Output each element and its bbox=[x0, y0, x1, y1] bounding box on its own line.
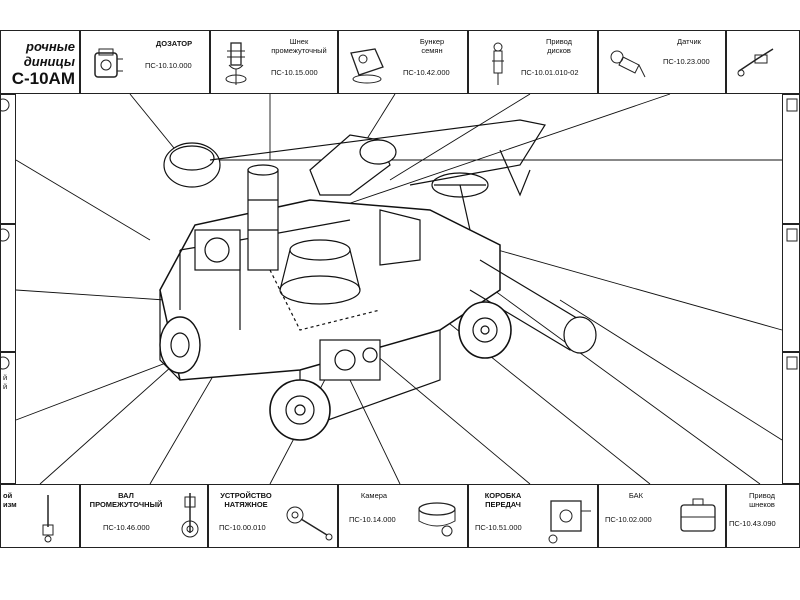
part-dispenser[interactable]: ДОЗАТОР ПС-10.10.000 bbox=[80, 30, 210, 94]
dispenser-icon bbox=[94, 48, 123, 78]
part-name: КОРОБКА ПЕРЕДАЧ bbox=[484, 491, 522, 509]
part-sensor[interactable]: Датчик ПС-10.23.000 bbox=[598, 30, 726, 94]
mechanism-icon bbox=[42, 495, 54, 543]
part-code: ПС-10.15.000 bbox=[271, 68, 318, 77]
part-name: Шнек промежуточный bbox=[271, 37, 327, 55]
right-part-3[interactable] bbox=[782, 352, 800, 484]
part-gearbox[interactable]: КОРОБКА ПЕРЕДАЧ ПС-10.51.000 bbox=[468, 484, 598, 548]
chamber-icon bbox=[418, 502, 456, 537]
part-code: ПС-10.46.000 bbox=[103, 523, 150, 532]
title-block: рочные диницы С-10АМ bbox=[0, 30, 80, 94]
part-name: БАК bbox=[628, 491, 644, 500]
right-part-3-icon bbox=[786, 356, 798, 370]
nozzle-icon bbox=[737, 48, 774, 77]
leader-lines bbox=[15, 93, 783, 485]
part-code: ПС-10.43.090 bbox=[729, 519, 776, 528]
right-part-1-icon bbox=[786, 98, 798, 112]
part-chamber[interactable]: Камера ПС-10.14.000 bbox=[338, 484, 468, 548]
tank-icon bbox=[680, 498, 716, 532]
part-name: Камера bbox=[360, 491, 388, 500]
shaft-icon bbox=[181, 493, 199, 538]
part-code: ПС-10.51.000 bbox=[475, 523, 522, 532]
part-seed-hopper[interactable]: Бункер семян ПС-10.42.000 bbox=[338, 30, 468, 94]
seed-hopper-icon bbox=[350, 48, 384, 84]
left-part-2[interactable] bbox=[0, 224, 16, 352]
left-part-1[interactable] bbox=[0, 94, 16, 224]
part-name: Привод дисков bbox=[545, 37, 573, 55]
part-name: ДОЗАТОР bbox=[155, 39, 193, 48]
part-code: ПС-10.23.000 bbox=[663, 57, 710, 66]
tensioner-icon bbox=[286, 506, 333, 541]
left-part-3-icon bbox=[1, 356, 10, 370]
part-mechanism[interactable]: ой изм bbox=[0, 484, 80, 548]
title-line-2: диницы bbox=[23, 54, 75, 69]
part-code: ПС-10.01.010-02 bbox=[521, 68, 579, 77]
sensor-icon bbox=[610, 50, 646, 78]
part-code: ПС-10.00.010 bbox=[219, 523, 266, 532]
part-name: Привод шнеков bbox=[748, 491, 776, 509]
part-tank[interactable]: БАК ПС-10.02.000 bbox=[598, 484, 726, 548]
auger-icon bbox=[225, 42, 247, 85]
part-tensioner[interactable]: УСТРОЙСТВО НАТЯЖНОЕ ПС-10.00.010 bbox=[208, 484, 338, 548]
left-part-3-label: й й bbox=[3, 373, 8, 391]
part-name: ВАЛ ПРОМЕЖУТОЧНЫЙ bbox=[89, 491, 163, 509]
part-code: ПС-10.02.000 bbox=[605, 515, 652, 524]
right-part-2-icon bbox=[786, 228, 798, 242]
left-part-3[interactable]: й й bbox=[0, 352, 16, 484]
left-part-1-icon bbox=[1, 98, 10, 112]
part-name: Датчик bbox=[677, 37, 701, 46]
part-code: ПС-10.42.000 bbox=[403, 68, 450, 77]
part-name: ой изм bbox=[3, 491, 17, 509]
right-part-2[interactable] bbox=[782, 224, 800, 352]
part-disc-drive[interactable]: Привод дисков ПС-10.01.010-02 bbox=[468, 30, 598, 94]
part-name: Бункер семян bbox=[419, 37, 445, 55]
part-auger[interactable]: Шнек промежуточный ПС-10.15.000 bbox=[210, 30, 338, 94]
part-name: УСТРОЙСТВО НАТЯЖНОЕ bbox=[220, 491, 272, 509]
gearbox-icon bbox=[548, 500, 591, 544]
right-part-1[interactable] bbox=[782, 94, 800, 224]
left-part-2-icon bbox=[1, 228, 10, 242]
title-line-1: рочные bbox=[26, 39, 75, 54]
title-line-3: С-10АМ bbox=[11, 69, 75, 88]
part-nozzle[interactable] bbox=[726, 30, 800, 94]
part-shaft[interactable]: ВАЛ ПРОМЕЖУТОЧНЫЙ ПС-10.46.000 bbox=[80, 484, 208, 548]
part-code: ПС-10.14.000 bbox=[349, 515, 396, 524]
part-code: ПС-10.10.000 bbox=[145, 61, 192, 70]
disc-drive-icon bbox=[492, 42, 504, 85]
part-auger-drive[interactable]: Привод шнеков ПС-10.43.090 bbox=[726, 484, 800, 548]
